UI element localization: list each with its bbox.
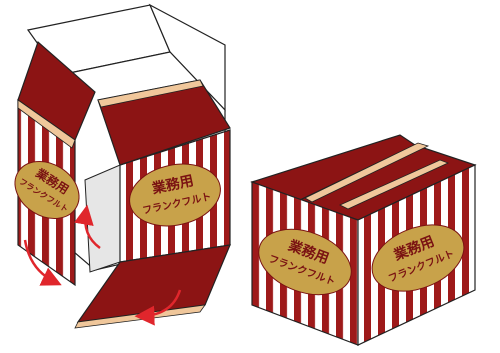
- open-box-assembly: 業務用 フランクフルト 業務用 フランクフルト: [4, 5, 230, 328]
- closed-box: 業務用 フランクフルト 業務用 フランクフルト: [250, 135, 475, 345]
- inner-panel: [85, 165, 120, 272]
